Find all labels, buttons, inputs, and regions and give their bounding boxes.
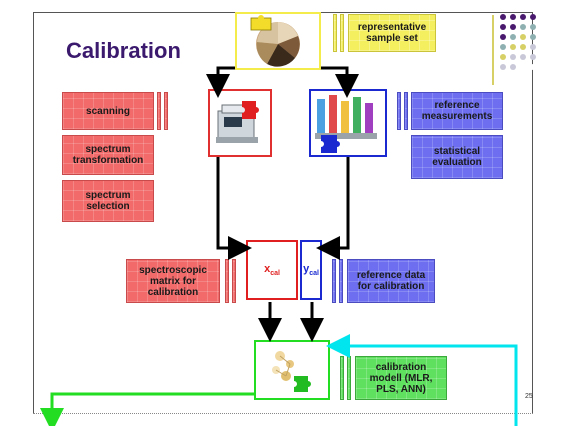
reference-image-frame [309,89,387,157]
x-cal-matrix: xcal [246,240,298,300]
spectroscopic-matrix-box: spectroscopic matrix for calibration [126,259,220,303]
bottom-dotted-divider [33,413,533,414]
decor-dot [520,34,526,40]
statistical-evaluation-box: statistical evaluation [411,135,503,179]
reference-measurements-box: reference measurements [411,92,503,130]
decor-dot [510,24,516,30]
decor-dot [530,54,536,60]
decor-dot [510,14,516,20]
arrow-instrument-to-xcal [216,157,252,260]
arrow-sample-to-instrument [206,66,235,98]
decor-dot [520,54,526,60]
lab-vials-icon [315,95,377,153]
red-stripe-1 [157,92,161,130]
decor-dot [530,44,536,50]
scanning-box: scanning [62,92,154,130]
x-cal-subscript: cal [270,270,280,278]
instrument-image-frame [208,89,272,157]
grain-samples-icon [250,15,300,67]
decor-dot [500,64,506,70]
molecule-puzzle-icon [272,351,311,392]
slide-title: Calibration [66,38,181,63]
red-stripe-2 [164,92,168,130]
decor-dot [520,44,526,50]
decor-dot [510,44,516,50]
reference-data-box: reference data for calibration [347,259,435,303]
model-image-frame [254,340,330,400]
page-number: 25 [525,393,533,400]
blue-stripe-1 [397,92,401,130]
calibration-model-box: calibration modell (MLR, PLS, ANN) [355,356,447,400]
blue-stripe-2 [404,92,408,130]
decor-dot [510,54,516,60]
dot-grid [500,14,548,94]
decor-dot [510,34,516,40]
arrow-output-green [40,392,254,426]
decor-dot [530,24,536,30]
decor-dot [500,54,506,60]
spectrum-selection-box: spectrum selection [62,180,154,222]
yellow-stripe-2 [340,14,344,52]
y-cal-symbol: y [303,262,310,275]
decor-dot [500,14,506,20]
arrow-reference-to-ycal [316,157,350,260]
nir-instrument-icon [216,101,259,143]
decor-dot [510,64,516,70]
decor-dot [520,24,526,30]
arrow-sample-to-reference [321,66,359,98]
decor-dot [500,44,506,50]
decor-dot [520,64,526,70]
decor-dot [500,34,506,40]
x-cal-symbol: x [264,262,271,275]
decor-dot [530,34,536,40]
decorative-dots [480,15,550,95]
blue-stripe-4 [339,259,343,303]
red-stripe-3 [225,259,229,303]
arrow-feedback-cyan [326,334,518,426]
y-cal-subscript: cal [309,270,319,278]
yellow-stripe-1 [333,14,337,52]
decor-dot [530,14,536,20]
decor-dot [500,24,506,30]
sample-set-box: representative sample set [348,14,436,52]
spectrum-transformation-box: spectrum transformation [62,135,154,175]
decor-dot [530,64,536,70]
decor-dot [520,14,526,20]
sample-image-frame [235,12,321,70]
